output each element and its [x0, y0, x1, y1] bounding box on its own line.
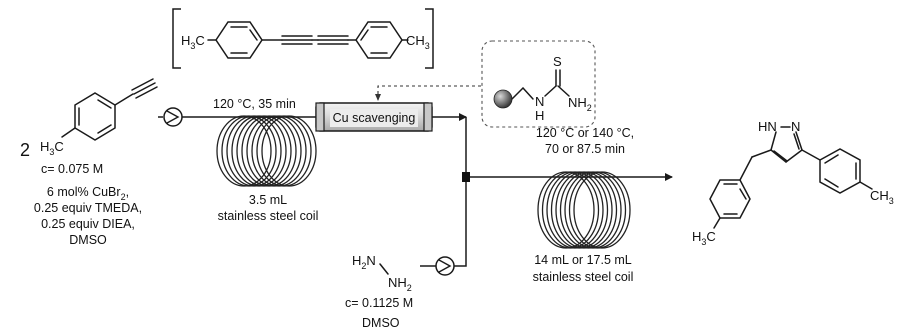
pump-2-chevron [438, 259, 452, 273]
starting-alkyne: 2 H3C c= 0.075 M 6 mol% CuBr2, 0.25 equi… [20, 78, 158, 247]
ring-double-bond [97, 99, 112, 109]
bond [859, 181, 873, 190]
resin-n-label: N [535, 94, 544, 109]
column-right-cap [423, 102, 433, 132]
bond [249, 29, 258, 41]
reactor-coil-1: 120 °C, 35 min 3.5 mL stainless steel co… [213, 97, 318, 223]
reactor2-conditions-1: 120 °C or 140 °C, [536, 126, 634, 140]
hydrazine-solvent: DMSO [362, 316, 400, 329]
triple-bond-line [133, 82, 156, 95]
t-mixer [462, 172, 470, 182]
bond [522, 87, 534, 100]
resin-nh2-label: NH2 [568, 95, 592, 113]
bond [770, 131, 777, 151]
condition-dmso: DMSO [69, 233, 107, 247]
byproduct-left-methyl: H3C [181, 33, 205, 51]
column-left-cap [315, 102, 325, 132]
resin-s-label: S [553, 54, 562, 69]
pyrazole-n-label: N [791, 119, 800, 134]
coil-loop [573, 171, 631, 249]
bond [793, 133, 800, 150]
triple-bond-line [135, 86, 158, 99]
triple-bond-line [131, 78, 154, 91]
bond [511, 87, 524, 100]
column-label-bg [330, 109, 418, 127]
methyl-label: H3C [40, 139, 64, 157]
product-right-ring [819, 148, 861, 194]
coil-1-loops [216, 115, 317, 187]
coil-loop [261, 115, 317, 187]
bond [557, 85, 570, 97]
bond [824, 178, 839, 188]
bond [770, 149, 787, 163]
pyrazole-hn-label: HN [758, 119, 777, 134]
bond [544, 85, 557, 97]
bond [751, 149, 772, 158]
ring-double-bond [97, 124, 112, 134]
scavenger-label: Cu scavenging [333, 111, 416, 125]
reactor2-conditions-2: 70 or 87.5 min [545, 142, 625, 156]
hydrazine-feed: H2N NH2 c= 0.1125 M DMSO [345, 117, 470, 329]
resin-inset-box [481, 40, 596, 128]
product-right-methyl: CH3 [870, 188, 894, 206]
reactor1-material: stainless steel coil [218, 209, 319, 223]
homocoupling-byproduct: H3C CH3 [172, 8, 434, 69]
reactor2-material: stainless steel coil [533, 270, 634, 284]
bond [739, 188, 747, 200]
equiv-label: 2 [20, 140, 30, 160]
alkyne-concentration: c= 0.075 M [41, 162, 103, 176]
condition-cubr2: 6 mol% CuBr2, [47, 185, 129, 202]
hydrazine-h2n: H2N [352, 253, 376, 271]
resin-h-label: H [535, 108, 544, 123]
right-bracket [425, 8, 434, 69]
scavenger-callout-line [377, 85, 482, 100]
methyl-bond [61, 127, 76, 138]
bond [801, 149, 821, 161]
reactor-coil-2: 120 °C or 140 °C, 70 or 87.5 min 14 mL o… [470, 126, 673, 284]
benzene-ring [74, 92, 116, 141]
byproduct-right-methyl: CH3 [406, 33, 430, 51]
alkyne-bond [114, 93, 134, 106]
bond [360, 29, 369, 41]
bond [379, 263, 389, 275]
line [454, 254, 467, 267]
left-bracket [172, 8, 181, 69]
resin-bead-icon [493, 89, 513, 109]
condition-tmeda: 0.25 equiv TMEDA, [34, 201, 142, 215]
bond [785, 149, 803, 163]
condition-diea: 0.25 equiv DIEA, [41, 217, 135, 231]
bond [824, 154, 839, 164]
callout-arrow [375, 94, 381, 101]
reactor2-volume: 14 mL or 17.5 mL [534, 253, 632, 267]
bond [773, 150, 788, 162]
hydrazine-nh2: NH2 [388, 275, 412, 293]
pyrazole-product: HN N H3C CH3 [692, 119, 894, 247]
thiourea-resin-inset: N H S NH2 [481, 40, 596, 128]
reactor1-volume: 3.5 mL [249, 193, 287, 207]
coil-2-loops [537, 171, 631, 249]
bond [795, 131, 803, 151]
hydrazine-concentration: c= 0.1125 M [345, 296, 413, 310]
bond [739, 156, 753, 181]
product-left-ring [709, 179, 751, 219]
bond [713, 217, 721, 229]
product-left-methyl: H3C [692, 229, 716, 247]
reactor1-conditions: 120 °C, 35 min [213, 97, 296, 111]
pump-1-chevron [166, 110, 180, 124]
cu-scavenging-column: Cu scavenging [315, 85, 482, 132]
